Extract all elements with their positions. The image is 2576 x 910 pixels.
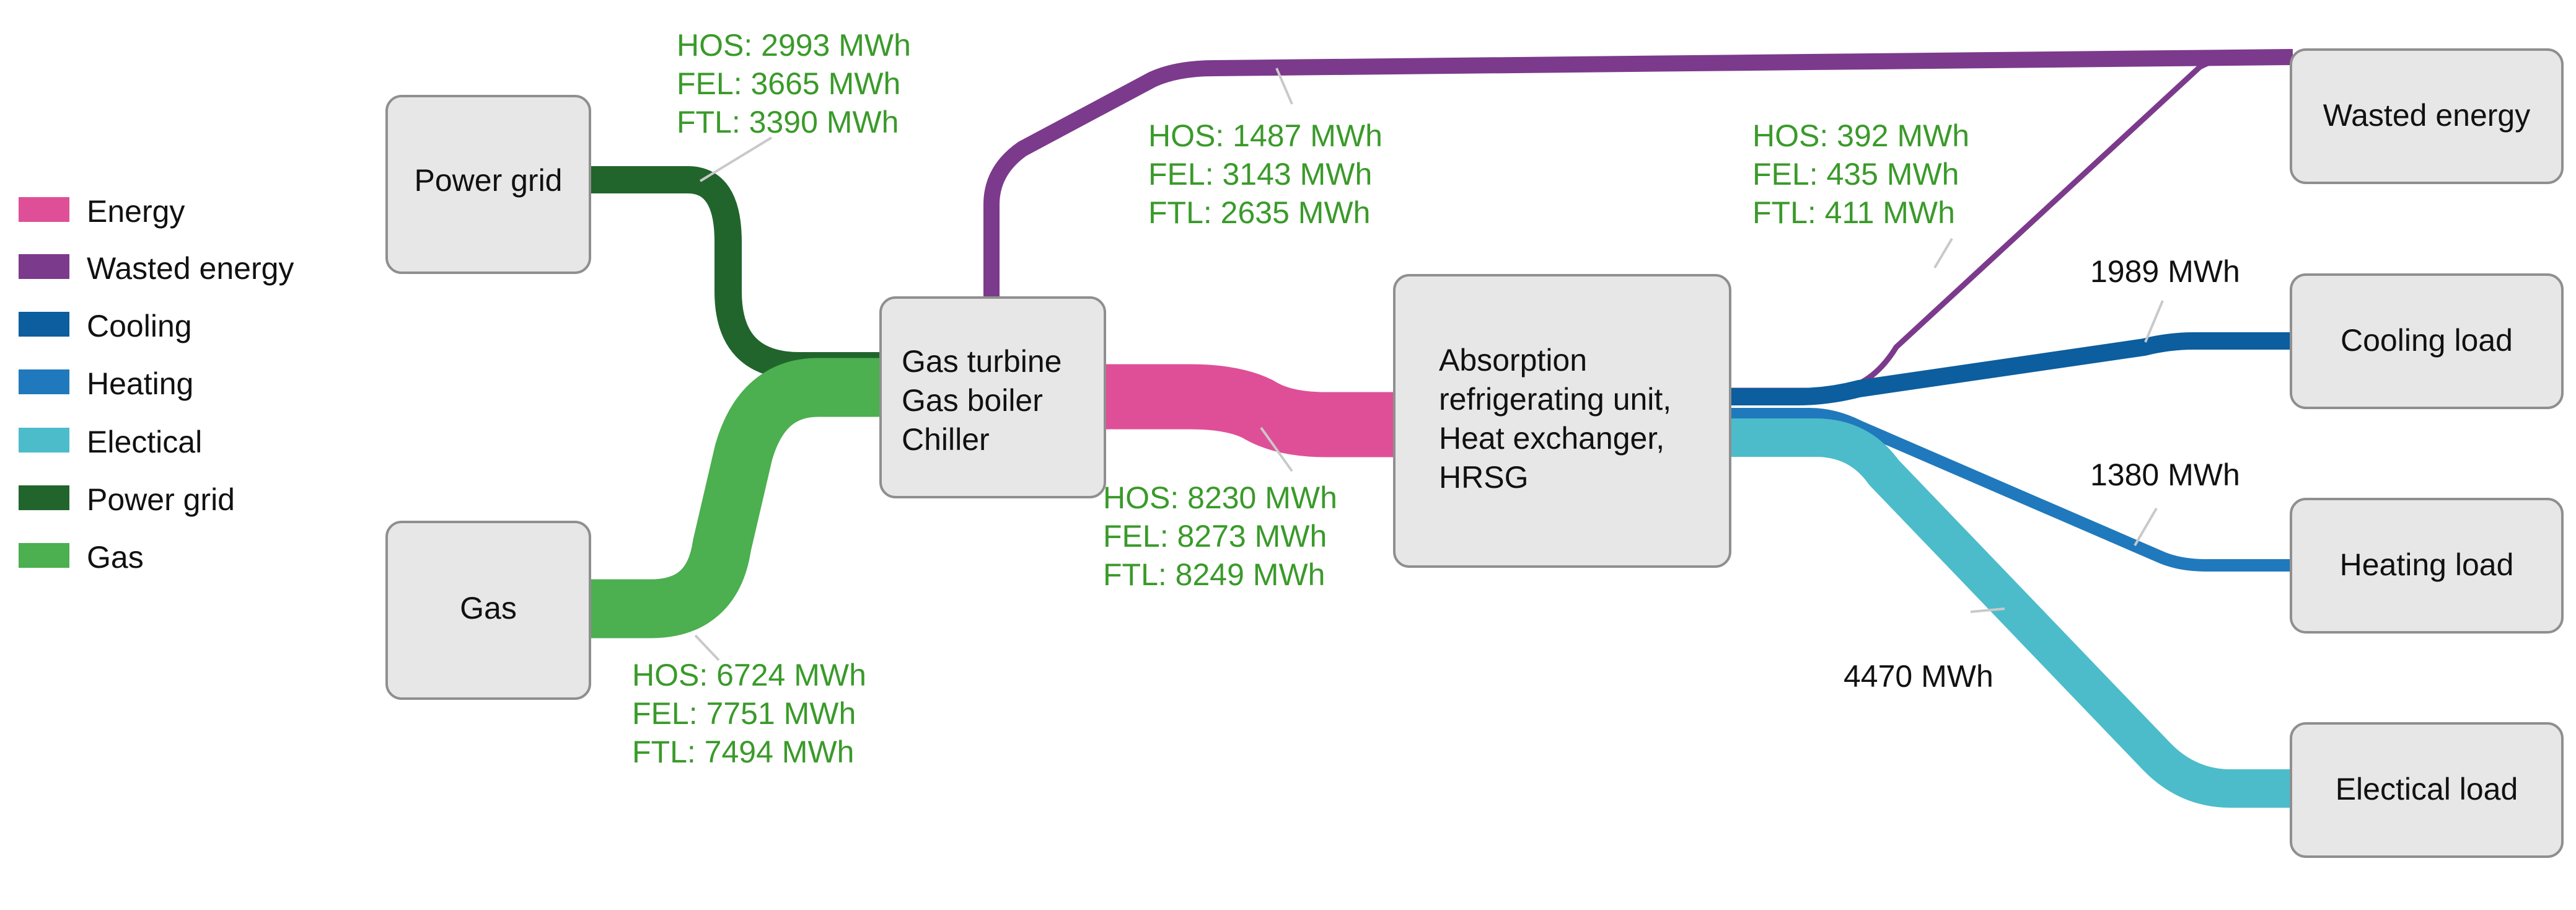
node-wasted-energy-label: Wasted energy — [2323, 98, 2530, 133]
legend-label-gas: Gas — [87, 540, 144, 575]
leader-wasted-turbine — [1275, 68, 1293, 105]
flow-cooling — [1730, 332, 2293, 405]
node-heating-load-box — [2290, 498, 2564, 634]
legend-swatch-gas — [19, 543, 69, 568]
annotation-electrical-flow: 4470 MWh — [1844, 659, 1994, 694]
leader-electrical — [1970, 607, 2005, 613]
legend-label-electrical: Electical — [87, 425, 202, 459]
legend-swatch-wasted-energy — [19, 254, 69, 279]
node-gas-turbine: Gas turbine Gas boiler Chiller — [879, 296, 1106, 498]
node-heating-load-label: Heating load — [2340, 547, 2514, 582]
node-wasted-energy: Wasted energy — [2290, 48, 2564, 184]
annotation-leaders — [694, 68, 2164, 661]
legend-item-wasted-energy: Wasted energy — [19, 251, 294, 286]
legend-label-energy: Energy — [87, 194, 185, 229]
leader-power-grid — [699, 136, 773, 182]
flow-wasted-from-turbine — [983, 49, 2293, 301]
node-electrical-load-box — [2290, 722, 2564, 858]
flow-energy — [1105, 364, 1394, 457]
node-power-grid-label: Power grid — [415, 163, 563, 198]
node-heating-load: Heating load — [2290, 498, 2564, 634]
legend-label-heating: Heating — [87, 366, 193, 401]
flow-power-grid — [590, 166, 883, 379]
legend-swatch-energy — [19, 197, 69, 222]
node-cooling-load-box — [2290, 273, 2564, 409]
node-electrical-load: Electical load — [2290, 722, 2564, 858]
node-power-grid-box — [385, 95, 591, 274]
leader-wasted-absorption — [1933, 237, 1953, 269]
node-absorption: Absorption refrigerating unit, Heat exch… — [1393, 274, 1731, 568]
legend-item-energy: Energy — [19, 194, 185, 229]
annotation-cooling-flow: 1989 MWh — [2090, 254, 2240, 289]
annotation-wasted-absorption-flow: HOS: 392 MWh FEL: 435 MWh FTL: 411 MWh — [1752, 118, 1978, 230]
node-absorption-box — [1393, 274, 1731, 568]
annotation-heating-flow: 1380 MWh — [2090, 457, 2240, 492]
legend-item-heating: Heating — [19, 366, 193, 401]
node-electrical-load-label: Electical load — [2336, 772, 2518, 806]
node-power-grid: Power grid — [385, 95, 591, 274]
legend: Energy Wasted energy Cooling Heating Ele… — [19, 194, 294, 575]
annotation-gas-flow: HOS: 6724 MWh FEL: 7751 MWh FTL: 7494 MW… — [632, 658, 875, 769]
flow-heating — [1730, 408, 2293, 572]
legend-item-cooling: Cooling — [19, 309, 192, 343]
legend-item-gas: Gas — [19, 540, 144, 575]
node-gas: Gas — [385, 521, 591, 700]
leader-heating — [2134, 507, 2158, 547]
node-gas-label: Gas — [460, 591, 517, 625]
leader-energy — [1260, 426, 1293, 472]
legend-swatch-heating — [19, 369, 69, 394]
node-cooling-load-label: Cooling load — [2341, 323, 2513, 358]
legend-label-wasted-energy: Wasted energy — [87, 251, 294, 286]
legend-swatch-power-grid — [19, 485, 69, 510]
flow-electrical — [1730, 418, 2293, 808]
annotation-wasted-turbine-flow: HOS: 1487 MWh FEL: 3143 MWh FTL: 2635 MW… — [1148, 118, 1391, 230]
legend-swatch-electrical — [19, 428, 69, 453]
legend-item-power-grid: Power grid — [19, 482, 235, 517]
legend-label-cooling: Cooling — [87, 309, 192, 343]
node-gas-box — [385, 521, 591, 700]
flows — [590, 49, 2293, 808]
annotation-energy-flow: HOS: 8230 MWh FEL: 8273 MWh FTL: 8249 MW… — [1103, 480, 1346, 592]
annotations: HOS: 2993 MWh FEL: 3665 MWh FTL: 3390 MW… — [632, 28, 2240, 769]
annotation-power-grid-flow: HOS: 2993 MWh FEL: 3665 MWh FTL: 3390 MW… — [677, 28, 920, 139]
flow-gas — [590, 358, 883, 638]
legend-swatch-cooling — [19, 312, 69, 337]
legend-item-electrical: Electical — [19, 425, 202, 459]
node-gas-turbine-label: Gas turbine Gas boiler Chiller — [902, 344, 1070, 457]
legend-label-power-grid: Power grid — [87, 482, 235, 517]
node-absorption-label: Absorption refrigerating unit, Heat exch… — [1439, 343, 1680, 495]
leader-cooling — [2144, 300, 2164, 343]
leader-gas — [694, 634, 720, 661]
nodes: Power grid Gas Gas turbine Gas boiler Ch… — [385, 48, 2564, 858]
node-cooling-load: Cooling load — [2290, 273, 2564, 409]
node-gas-turbine-box — [879, 296, 1106, 498]
node-wasted-energy-box — [2290, 48, 2564, 184]
